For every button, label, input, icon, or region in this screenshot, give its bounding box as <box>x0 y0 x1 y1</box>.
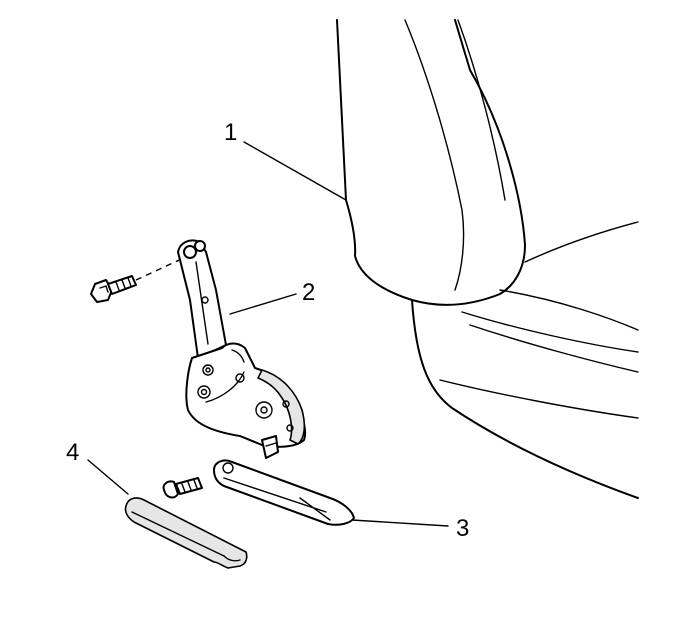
leader-line-4 <box>87 459 129 495</box>
leader-line-2 <box>229 293 297 315</box>
leader-line-1 <box>243 141 347 201</box>
seat-cushion <box>411 221 639 499</box>
seat-back <box>336 19 526 306</box>
trim-cover <box>124 497 248 569</box>
recliner-handle <box>213 459 355 526</box>
callout-1: 1 <box>224 119 237 146</box>
handle-screw <box>162 477 203 499</box>
leader-line-3 <box>351 519 449 527</box>
callout-4: 4 <box>66 439 79 466</box>
callout-3: 3 <box>456 515 469 542</box>
callout-2: 2 <box>302 279 315 306</box>
recliner-mechanism <box>177 239 306 459</box>
upper-bolt <box>90 275 137 303</box>
